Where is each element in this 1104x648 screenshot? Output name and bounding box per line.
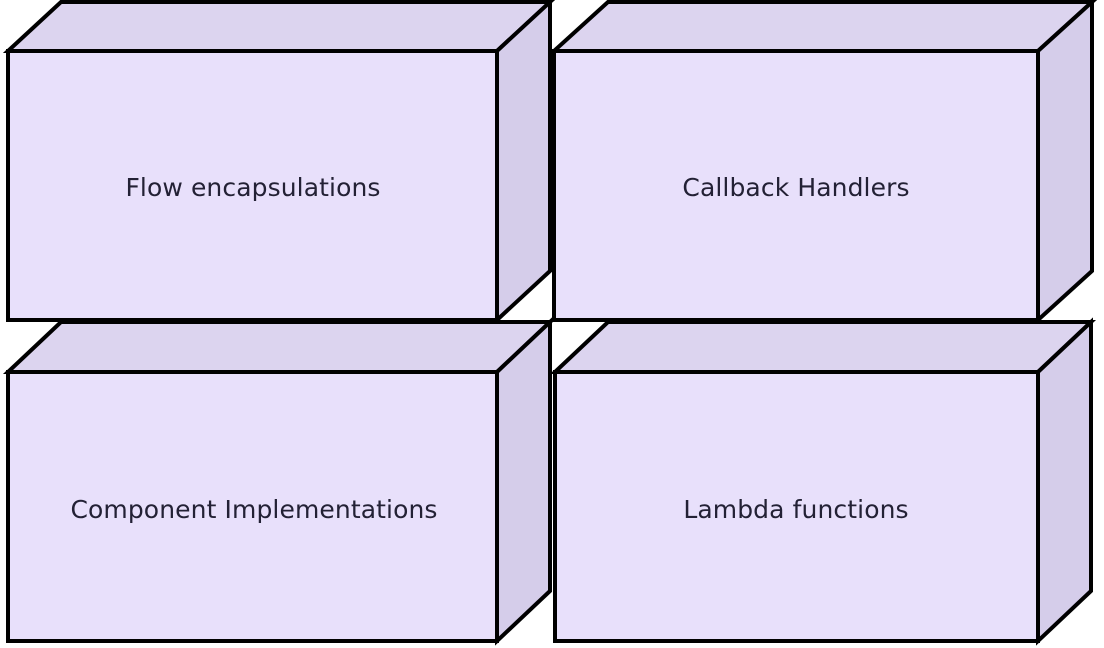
box-top-face	[549, 320, 1097, 374]
box-label: Flow encapsulations	[125, 173, 380, 202]
box-side-face	[495, 317, 552, 646]
box-front-face	[6, 49, 499, 322]
box-front-face	[552, 49, 1040, 322]
box-top-face	[2, 320, 556, 374]
box-callback-handlers[interactable]: Callback Handlers	[548, 0, 1098, 325]
box-component-implementations[interactable]: Component Implementations	[2, 317, 556, 646]
box-side-face	[1036, 317, 1093, 646]
box-label: Lambda functions	[683, 495, 908, 524]
box-side-face	[495, 0, 552, 325]
box-front-face	[6, 370, 499, 643]
box-top-face	[2, 0, 556, 53]
box-front-face	[553, 370, 1040, 643]
box-top-face	[548, 0, 1098, 53]
box-flow-encapsulations[interactable]: Flow encapsulations	[2, 0, 556, 325]
box-lambda-functions[interactable]: Lambda functions	[549, 317, 1097, 646]
box-label: Callback Handlers	[682, 173, 909, 202]
box-label: Component Implementations	[70, 495, 437, 524]
box-side-face	[1036, 0, 1094, 325]
